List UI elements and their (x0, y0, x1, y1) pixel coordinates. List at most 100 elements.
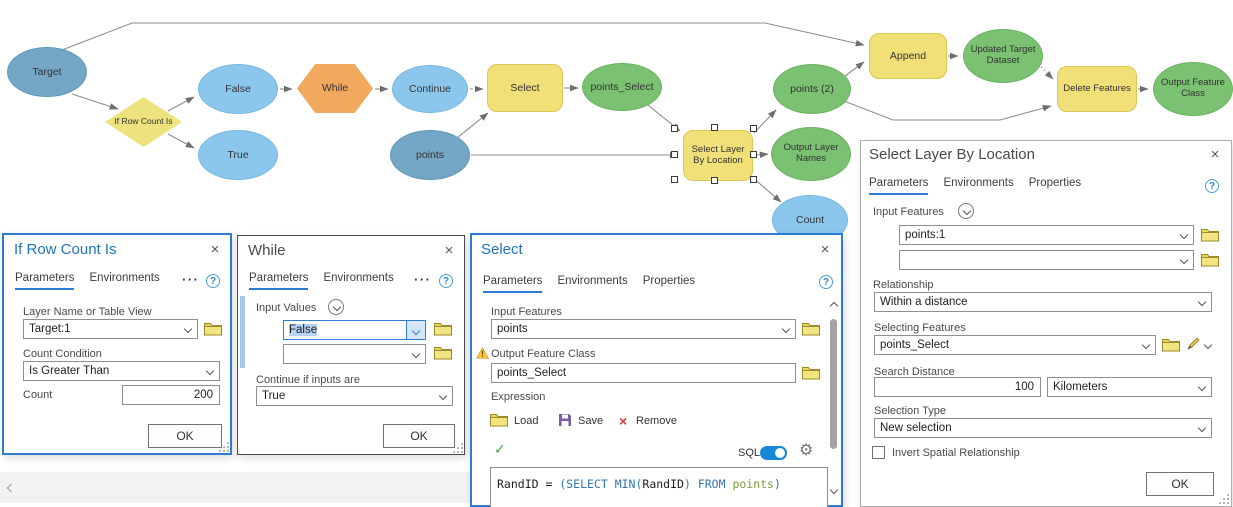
scrollbar-up-icon[interactable] (829, 301, 839, 311)
remove-button[interactable]: Remove (636, 415, 677, 427)
tab-parameters[interactable]: Parameters (15, 272, 75, 290)
node-points[interactable]: points (390, 130, 470, 180)
node-select-layer-by-location[interactable]: Select Layer By Location (683, 130, 753, 181)
count-condition-select[interactable]: Is Greater Than (23, 361, 220, 381)
load-button[interactable]: Load (514, 415, 539, 427)
folder-icon[interactable] (1201, 228, 1219, 247)
gear-icon[interactable] (799, 442, 813, 458)
selection-handle[interactable] (711, 124, 718, 131)
pencil-dropdown-icon[interactable] (1203, 340, 1213, 350)
tab-parameters[interactable]: Parameters (869, 177, 929, 195)
dropdown-button[interactable] (406, 321, 425, 339)
canvas-horizontal-scrollbar[interactable] (0, 472, 470, 503)
selection-type-select[interactable]: New selection (874, 418, 1212, 438)
load-folder-icon[interactable] (490, 413, 508, 432)
tab-properties[interactable]: Properties (1028, 177, 1082, 189)
folder-icon[interactable] (802, 366, 820, 385)
search-distance-input[interactable]: 100 (874, 377, 1041, 397)
node-output-feature-class[interactable]: Output Feature Class (1153, 62, 1233, 116)
help-icon[interactable] (206, 274, 220, 288)
close-icon[interactable] (207, 242, 223, 258)
selection-handle[interactable] (671, 151, 678, 158)
search-unit-select[interactable]: Kilometers (1047, 377, 1212, 397)
folder-icon[interactable] (434, 346, 452, 365)
selection-handle[interactable] (671, 176, 678, 183)
ok-button[interactable]: OK (148, 424, 222, 448)
node-points-2[interactable]: points (2) (773, 64, 851, 114)
sql-toggle[interactable] (760, 446, 787, 460)
count-input[interactable]: 200 (122, 385, 220, 405)
close-icon[interactable] (441, 243, 457, 259)
dialog-tabs: Parameters Environments (249, 272, 394, 290)
tab-overflow-icon[interactable] (414, 272, 432, 287)
continue-if-select[interactable]: True (256, 386, 453, 406)
dialog-title: While (248, 242, 286, 259)
tab-environments[interactable]: Environments (323, 272, 394, 284)
help-icon[interactable] (1205, 179, 1219, 193)
collapse-chevron-icon[interactable] (328, 299, 344, 315)
help-icon[interactable] (819, 275, 833, 289)
save-icon[interactable] (558, 413, 572, 432)
folder-icon[interactable] (204, 322, 222, 341)
node-output-layer-names[interactable]: Output Layer Names (771, 127, 851, 181)
node-updated-target-dataset[interactable]: Updated Target Dataset (963, 29, 1043, 83)
ok-button[interactable]: OK (383, 424, 455, 448)
input-features-combo-2[interactable] (899, 250, 1194, 270)
selecting-features-combo[interactable]: points_Select (874, 335, 1156, 355)
tab-overflow-icon[interactable] (182, 272, 200, 287)
scrollbar-thumb[interactable] (830, 319, 837, 449)
dialog-tabs: Parameters Environments Properties (483, 275, 695, 293)
input-features-combo-1[interactable]: points:1 (899, 225, 1194, 245)
folder-icon[interactable] (802, 322, 820, 341)
input-features-combo[interactable]: points (491, 319, 796, 339)
panel-title: Select Layer By Location (869, 146, 1035, 163)
resize-grip[interactable] (218, 441, 229, 452)
close-icon[interactable] (1207, 147, 1223, 163)
scrollbar-down-icon[interactable] (829, 485, 839, 495)
node-target[interactable]: Target (7, 47, 87, 97)
folder-icon[interactable] (434, 322, 452, 341)
node-true[interactable]: True (198, 130, 278, 180)
invert-spatial-checkbox[interactable] (872, 446, 885, 459)
tab-environments[interactable]: Environments (557, 275, 628, 287)
scroll-left-icon[interactable] (6, 483, 16, 493)
multivalue-indicator (240, 296, 245, 368)
folder-icon[interactable] (1201, 253, 1219, 272)
pencil-icon[interactable] (1186, 336, 1201, 356)
resize-grip[interactable] (1218, 493, 1229, 504)
node-select[interactable]: Select (487, 64, 563, 112)
resize-grip[interactable] (452, 442, 463, 453)
remove-x-icon[interactable] (619, 414, 627, 428)
tab-properties[interactable]: Properties (642, 275, 696, 287)
count-condition-label: Count Condition (23, 348, 102, 360)
input-value-combo-2[interactable] (283, 344, 426, 364)
ok-button[interactable]: OK (1146, 472, 1214, 496)
layer-name-combo[interactable]: Target:1 (23, 319, 198, 339)
selection-handle[interactable] (750, 176, 757, 183)
help-icon[interactable] (439, 274, 453, 288)
input-value-combo-1[interactable]: False (283, 320, 426, 340)
selection-handle[interactable] (750, 151, 757, 158)
selection-handle[interactable] (750, 125, 757, 132)
collapse-chevron-icon[interactable] (958, 203, 974, 219)
save-button[interactable]: Save (578, 415, 604, 427)
tab-environments[interactable]: Environments (89, 272, 160, 284)
output-feature-class-input[interactable]: points_Select (491, 363, 796, 383)
selection-handle[interactable] (671, 125, 678, 132)
select-layer-by-location-panel: Select Layer By Location Parameters Envi… (860, 140, 1232, 507)
node-while[interactable]: While (297, 64, 373, 113)
relationship-select[interactable]: Within a distance (874, 292, 1212, 312)
selection-handle[interactable] (711, 177, 718, 184)
node-false[interactable]: False (198, 64, 278, 114)
close-icon[interactable] (817, 242, 833, 258)
node-points-select[interactable]: points_Select (582, 63, 662, 111)
panel-tabs: Parameters Environments Properties (869, 177, 1081, 195)
tab-parameters[interactable]: Parameters (483, 275, 543, 293)
node-delete-features[interactable]: Delete Features (1057, 66, 1137, 112)
node-append[interactable]: Append (869, 33, 947, 79)
tab-environments[interactable]: Environments (943, 177, 1014, 189)
tab-parameters[interactable]: Parameters (249, 272, 309, 290)
sql-expression-input[interactable]: RandID = (SELECT MIN(RandID) FROM points… (490, 467, 828, 507)
node-continue[interactable]: Continue (392, 65, 468, 113)
folder-icon[interactable] (1162, 338, 1180, 357)
